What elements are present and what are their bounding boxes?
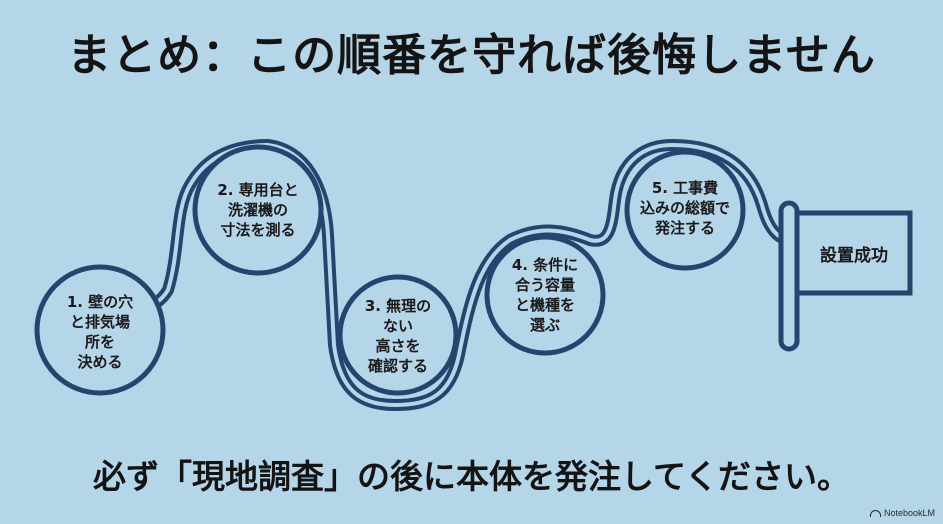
goal-flag	[794, 210, 913, 296]
step-3-circle	[337, 274, 459, 396]
step-1-circle	[34, 264, 166, 396]
step-5-circle	[624, 149, 746, 271]
goal-label: 設置成功	[820, 245, 888, 266]
step-2-circle	[192, 144, 324, 276]
footer-note: 必ず「現地調査」の後に本体を発注してください。	[92, 457, 851, 496]
page-title: まとめ：この順番を守れば後悔しません	[67, 30, 876, 81]
step-4-circle	[484, 234, 606, 356]
step-2-label: 2. 専用台と 洗濯機の 寸法を測る	[217, 181, 299, 239]
brand-watermark: NotebookLM	[869, 508, 935, 518]
winding-path-inner	[116, 143, 794, 407]
brand-label: NotebookLM	[883, 508, 935, 518]
step-5-label: 5. 工事費 込みの総額で 発注する	[639, 179, 731, 237]
step-4-label: 4. 条件に 合う容量 と機種を 選ぶ	[511, 256, 579, 334]
step-1-label: 1. 壁の穴 と排気場 所を 決める	[66, 293, 134, 371]
notebooklm-icon	[869, 509, 881, 517]
step-3-label: 3. 無理の ない 高さを 確認する	[364, 297, 432, 375]
